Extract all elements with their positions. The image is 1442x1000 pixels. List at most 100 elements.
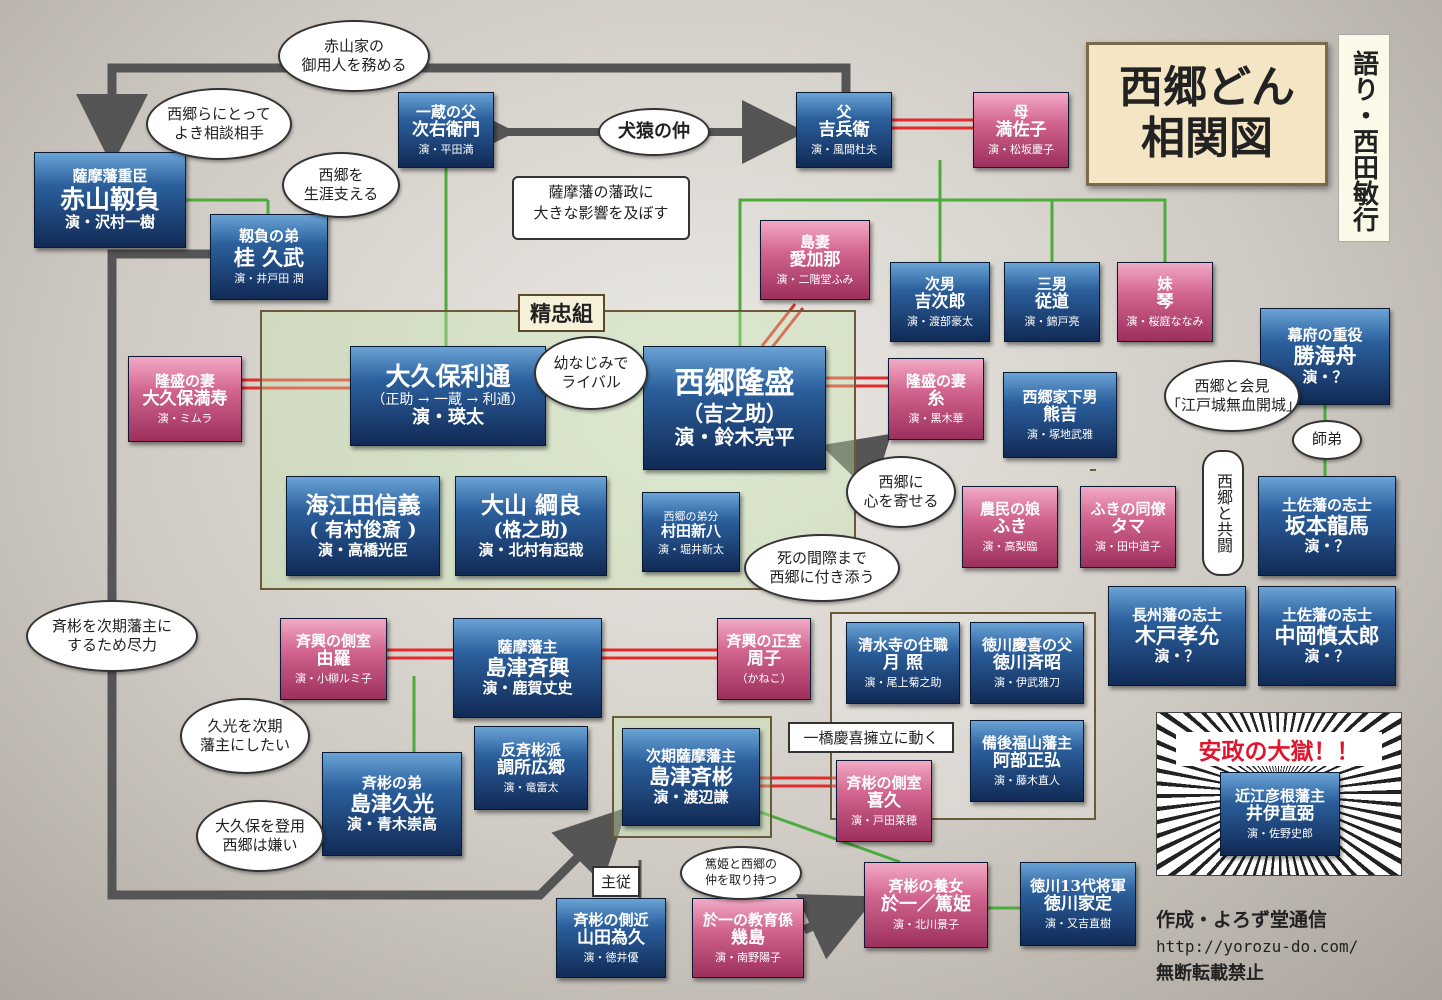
person-ikushima[interactable]: 於一の教育係 幾島 演・南野陽子 [692, 898, 804, 978]
role: 長州藩の志士 [1131, 605, 1222, 624]
person-shuko[interactable]: 斉興の正室 周子 （かねこ） [717, 618, 811, 700]
person-judo[interactable]: 三男 従道 演・錦戸亮 [1004, 262, 1100, 342]
person-murata[interactable]: 西郷の弟分 村田新八 演・堀井新太 [642, 492, 740, 572]
line: 西郷に [878, 472, 924, 491]
person-masako[interactable]: 母 満佐子 演・松坂慶子 [973, 92, 1069, 168]
actor: 演・田中道子 [1095, 539, 1161, 553]
actor: 演・藤木直人 [994, 773, 1060, 787]
person-kiku[interactable]: 斉彬の側室 喜久 演・戸田菜穂 [836, 760, 932, 842]
person-yamada[interactable]: 斉彬の側近 山田為久 演・徳井優 [556, 898, 666, 978]
person-jiemon[interactable]: 一蔵の父 次右衛門 演・平田満 [398, 92, 494, 168]
copyright-notice: 無断転載禁止 [1156, 963, 1264, 985]
actor: 演・松坂慶子 [988, 142, 1054, 156]
person-nariakira[interactable]: 次期薩摩藩主 島津斉彬 演・渡辺謙 [622, 728, 760, 826]
person-kichijiro[interactable]: 次男 吉次郎 演・渡部豪太 [890, 262, 990, 342]
line: 西郷は嫌い [222, 836, 298, 854]
role: 薩摩藩重臣 [72, 167, 148, 186]
person-iesada[interactable]: 徳川13代将軍 徳川家定 演・又吉直樹 [1020, 862, 1136, 946]
bubble-rival: 幼なじみで ライバル [534, 336, 648, 410]
person-aikana[interactable]: 島妻 愛加那 演・二階堂ふみ [760, 220, 870, 300]
name: 海江田信義 [305, 492, 421, 520]
role: 土佐藩の志士 [1281, 605, 1372, 624]
bubble-dislike: 大久保を登用 西郷は嫌い [196, 800, 324, 872]
name: 由羅 [316, 649, 351, 670]
actor: 演・渡辺謙 [653, 788, 729, 807]
arrow-sei [107, 249, 628, 900]
name: 吉兵衛 [818, 120, 870, 141]
line: 御用人を務める [301, 56, 407, 74]
name: 中岡慎太郎 [1274, 622, 1380, 648]
actor: 演・平田満 [418, 142, 474, 156]
person-okubo-masu[interactable]: 隆盛の妻 大久保満寿 演・ミムラ [128, 356, 242, 442]
site-url[interactable]: http://yorozu-do.com/ [1156, 937, 1359, 957]
person-kichibei[interactable]: 父 吉兵衛 演・風間杜夫 [796, 92, 892, 168]
name: 勝海舟 [1293, 343, 1357, 369]
person-gessho[interactable]: 清水寺の住職 月 照 演・尾上菊之助 [846, 622, 960, 704]
made-by: 作成・よろず堂通信 [1156, 909, 1328, 931]
person-nakaoka[interactable]: 土佐藩の志士 中岡慎太郎 演・？ [1258, 586, 1396, 686]
label-shuju: 主従 [592, 866, 640, 897]
person-ryoma[interactable]: 土佐藩の志士 坂本龍馬 演・？ [1258, 476, 1396, 576]
role: 靱負の弟 [238, 227, 299, 246]
name: 次右衛門 [412, 120, 480, 141]
person-fuki[interactable]: 農民の娘 ふき 演・高梨臨 [962, 486, 1058, 568]
person-ii[interactable]: 近江彦根藩主 井伊直弼 演・佐野史郎 [1220, 772, 1340, 856]
person-oyama[interactable]: 大山 綱良 (格之助) 演・北村有起哉 [455, 476, 607, 576]
actor: 演・錦戸亮 [1024, 314, 1080, 328]
name: 熊吉 [1043, 405, 1077, 426]
line: 赤山家の [323, 36, 384, 55]
actor: 演・渡部豪太 [907, 314, 973, 328]
label-hitotsubashi: 一橋慶喜擁立に動く [788, 722, 954, 753]
name: 糸 [927, 389, 945, 410]
person-okubo[interactable]: 大久保利通 （正助 → 一蔵 → 利通） 演・瑛太 [350, 346, 546, 446]
line: 「江戸城無血開城」 [1166, 396, 1302, 414]
role: 隆盛の妻 [154, 371, 215, 390]
actor: 演・南野陽子 [715, 950, 781, 964]
role: 一蔵の父 [415, 102, 476, 121]
person-tama[interactable]: ふきの同僚 タマ 演・田中道子 [1080, 486, 1176, 568]
role: 島妻 [799, 232, 830, 251]
name: 村田新八 [660, 522, 721, 541]
person-hisamitsu[interactable]: 斉彬の弟 島津久光 演・青木崇高 [322, 752, 462, 856]
person-abe[interactable]: 備後福山藩主 阿部正弘 演・藤木直人 [970, 720, 1084, 802]
role: 近江彦根藩主 [1234, 786, 1325, 805]
person-zusho[interactable]: 反斉彬派 調所広郷 演・竜雷太 [474, 726, 588, 810]
person-nariaki[interactable]: 徳川慶喜の父 徳川斉昭 演・伊武雅刀 [970, 622, 1084, 704]
actor: 演・小柳ルミ子 [295, 671, 372, 685]
bubble-shinu: 死の間際まで 西郷に付き添う [744, 534, 900, 602]
actor: 演・井戸田 潤 [234, 271, 304, 285]
actor: 演・鹿賀丈史 [482, 679, 573, 698]
person-katsura[interactable]: 靱負の弟 桂 久武 演・井戸田 潤 [210, 214, 328, 300]
person-ito[interactable]: 隆盛の妻 糸 演・黒木華 [888, 358, 984, 440]
role: 斉彬の側近 [573, 910, 649, 929]
role: 土佐藩の志士 [1281, 495, 1372, 514]
person-narioki[interactable]: 薩摩藩主 島津斉興 演・鹿賀丈史 [453, 618, 602, 718]
person-yura[interactable]: 斉興の側室 由羅 演・小柳ルミ子 [280, 618, 387, 700]
actor: 演・塚地武雅 [1027, 427, 1093, 441]
person-kido[interactable]: 長州藩の志士 木戸孝允 演・？ [1108, 586, 1246, 686]
actor: 演・伊武雅刀 [994, 675, 1060, 689]
role: 西郷家下男 [1022, 387, 1098, 406]
name: 西郷隆盛 [674, 366, 795, 402]
name: 島津久光 [350, 790, 434, 816]
person-koto[interactable]: 妹 琴 演・桜庭ななみ [1117, 262, 1213, 342]
person-akayama[interactable]: 薩摩藩重臣 赤山靱負 演・沢村一樹 [34, 152, 186, 248]
title-scroll: 西郷どん 相関図 [1086, 42, 1328, 186]
name: ふき [993, 517, 1027, 538]
name: 赤山靱負 [59, 184, 160, 214]
name: 於一／篤姫 [881, 894, 971, 916]
person-atsuhime[interactable]: 斉彬の養女 於一／篤姫 演・北川景子 [864, 862, 988, 948]
sub: （かねこ） [736, 671, 792, 685]
actor: 演・青木崇高 [346, 815, 437, 834]
person-saigo[interactable]: 西郷隆盛 （吉之助） 演・鈴木亮平 [643, 346, 826, 470]
bubble-kyoto: 西郷と共闘 [1202, 450, 1244, 576]
name: 調所広郷 [497, 758, 565, 779]
person-kumakichi[interactable]: 西郷家下男 熊吉 演・塚地武雅 [1003, 372, 1117, 458]
name: 月 照 [883, 653, 923, 674]
role: 備後福山藩主 [981, 733, 1072, 752]
actor: 演・ミムラ [157, 411, 213, 425]
role: 斉彬の側室 [846, 773, 922, 792]
role: 斉興の側室 [295, 631, 371, 650]
line: 西郷と共闘 [1214, 473, 1233, 553]
person-kaieda[interactable]: 海江田信義 ( 有村俊斎 ) 演・高橋光臣 [286, 476, 440, 576]
